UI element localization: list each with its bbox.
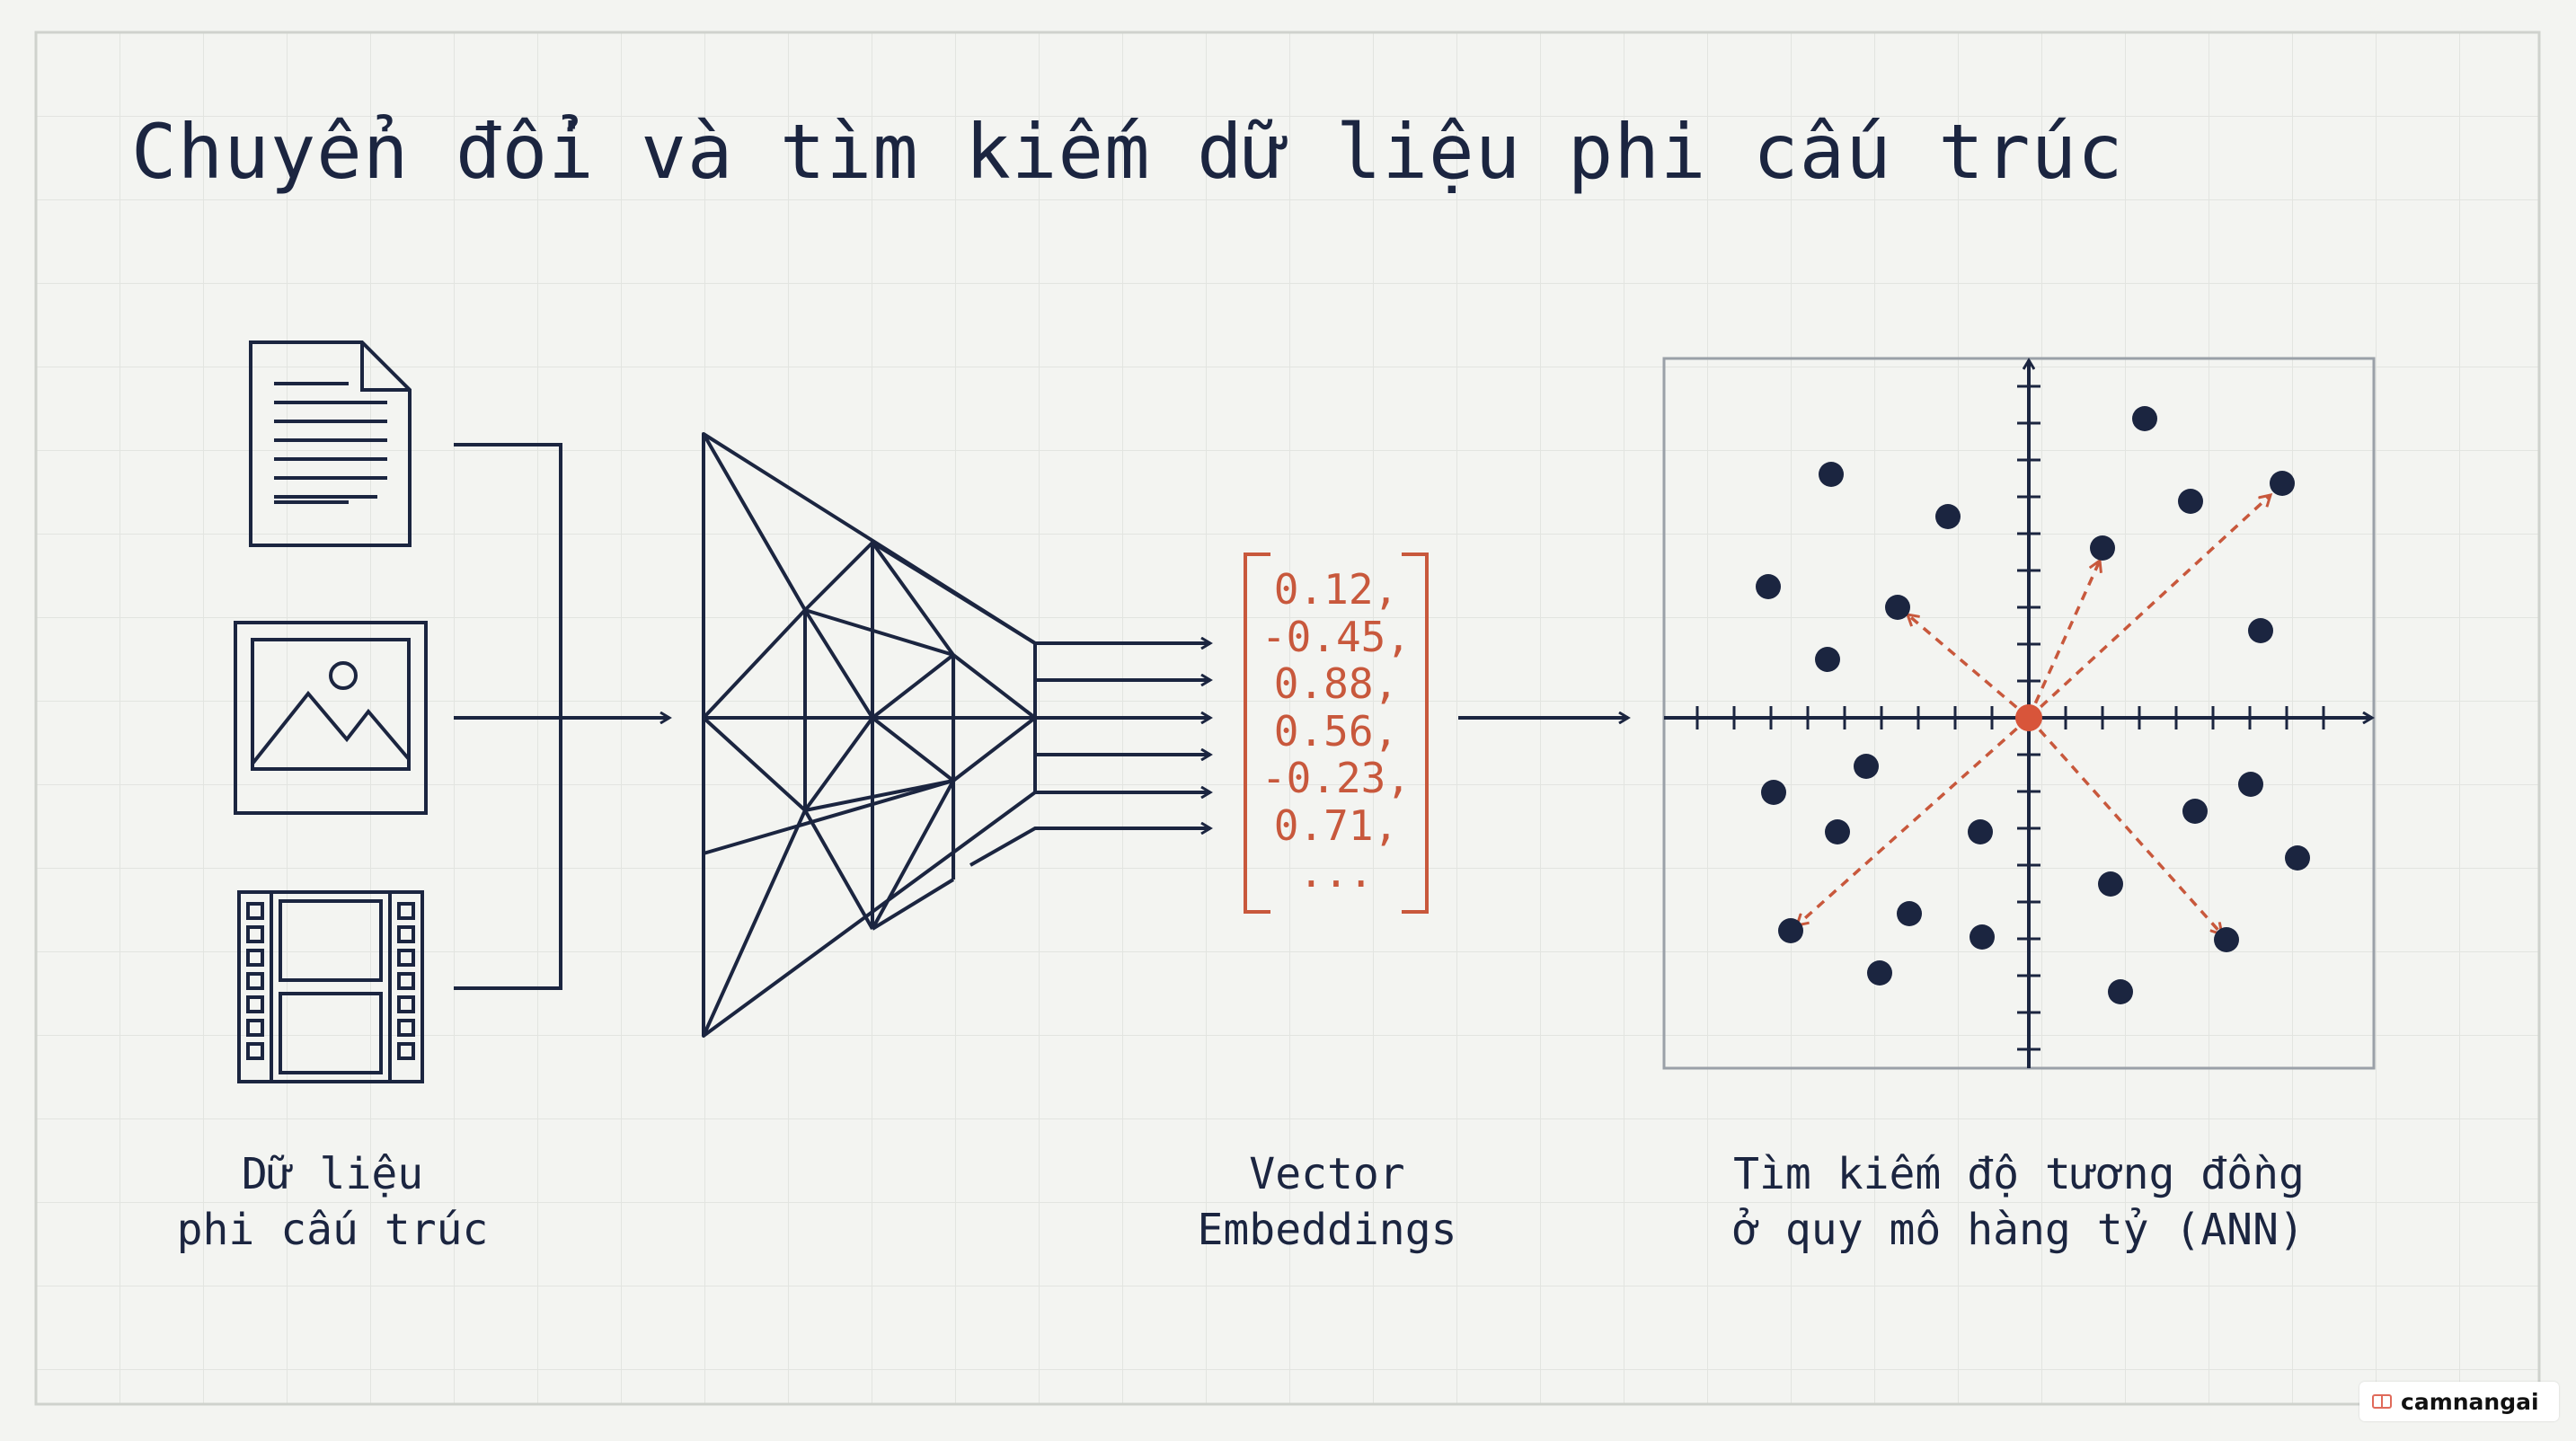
data-point xyxy=(2090,535,2115,561)
caption-vector-embeddings: Vector Embeddings xyxy=(1147,1146,1507,1258)
vector-value: 0.56, xyxy=(1274,707,1398,756)
caption-line: Dữ liệu xyxy=(241,1149,424,1199)
slide-frame xyxy=(34,31,2541,1406)
watermark-badge: camnangai xyxy=(2359,1382,2559,1421)
data-point xyxy=(2182,799,2208,824)
watermark-text: camnangai xyxy=(2401,1388,2539,1415)
data-point xyxy=(2098,871,2123,897)
data-point xyxy=(1778,918,1803,943)
data-point xyxy=(2285,845,2310,871)
similarity-arrows xyxy=(1797,495,2271,934)
caption-similarity-search: Tìm kiếm độ tương đồng ở quy mô hàng tỷ … xyxy=(1704,1146,2333,1258)
data-point xyxy=(1885,595,1910,620)
network-output-arrows xyxy=(969,643,1210,867)
page-title: Chuyển đổi và tìm kiếm dữ liệu phi cấu t… xyxy=(131,108,2124,196)
vector-bracket xyxy=(1244,553,1429,914)
query-point xyxy=(2015,704,2042,731)
data-point xyxy=(1935,504,1961,529)
data-point xyxy=(1968,819,1993,844)
vector-value: ... xyxy=(1298,848,1373,897)
image-icon xyxy=(234,621,428,815)
data-point xyxy=(2178,489,2203,514)
caption-line: phi cấu trúc xyxy=(176,1205,489,1255)
data-point xyxy=(1897,901,1922,926)
axis-ticks xyxy=(1695,385,2325,1051)
data-point xyxy=(2248,618,2273,643)
data-point xyxy=(2238,772,2263,797)
caption-line: ở quy mô hàng tỷ (ANN) xyxy=(1733,1205,2305,1255)
data-point xyxy=(2108,979,2133,1004)
document-icon xyxy=(249,340,412,547)
caption-unstructured-data: Dữ liệu phi cấu trúc xyxy=(153,1146,512,1258)
caption-line: Vector xyxy=(1249,1149,1405,1199)
vector-value: 0.71, xyxy=(1274,801,1398,850)
caption-line: Embeddings xyxy=(1197,1205,1457,1255)
data-point xyxy=(1815,647,1840,672)
data-point xyxy=(1761,780,1786,805)
data-point xyxy=(1867,960,1892,986)
film-icon xyxy=(237,890,424,1083)
data-point xyxy=(1825,819,1850,844)
data-point xyxy=(1970,924,1995,950)
book-icon xyxy=(2372,1394,2392,1409)
vector-value: 0.12, xyxy=(1274,565,1398,614)
data-point xyxy=(2132,406,2157,431)
data-point xyxy=(2214,927,2239,952)
search-points xyxy=(1756,406,2310,1004)
data-point xyxy=(2270,471,2295,496)
vector-value: -0.23, xyxy=(1261,754,1411,802)
caption-line: Tìm kiếm độ tương đồng xyxy=(1733,1149,2305,1199)
vector-value: -0.45, xyxy=(1261,613,1411,661)
vector-value: 0.88, xyxy=(1274,659,1398,708)
vector-values: 0.12, -0.45, 0.88, 0.56, -0.23, 0.71, ..… xyxy=(1261,565,1411,897)
data-point xyxy=(1819,462,1844,487)
data-point xyxy=(1756,574,1781,599)
data-point xyxy=(1854,754,1879,779)
